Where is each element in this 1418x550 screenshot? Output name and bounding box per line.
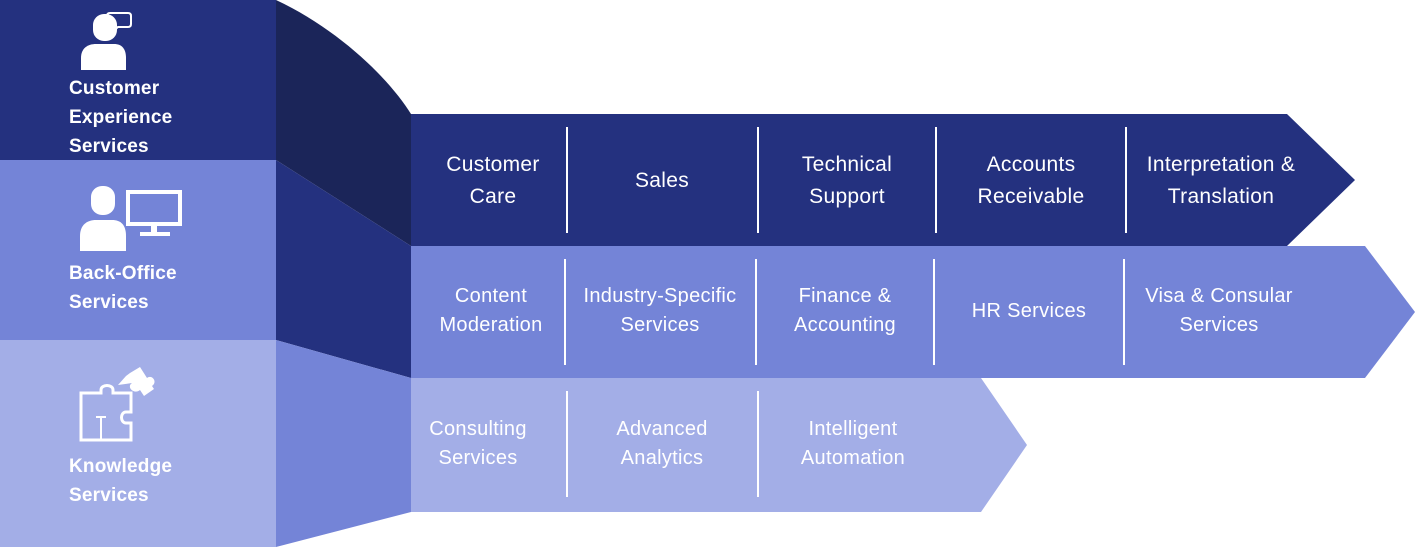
category-block-customer-experience — [0, 0, 276, 160]
person-computer-icon — [80, 186, 182, 251]
connector-customer-experience — [276, 0, 411, 246]
row-arrow-back-office — [411, 246, 1415, 378]
service-content-moderation: Content Moderation — [439, 285, 543, 336]
service-sales: Sales — [634, 169, 690, 192]
row-arrow-knowledge — [411, 378, 1027, 512]
category-label-customer-experience: Customer Experience Services — [69, 78, 173, 157]
service-visa-consular: Visa & Consular Services — [1145, 285, 1293, 336]
service-customer-care: Customer Care — [446, 153, 540, 208]
service-technical-support: Technical Support — [801, 153, 893, 208]
connector-back-office — [276, 160, 411, 378]
category-label-back-office: Back-Office Services — [69, 263, 177, 313]
puzzle-pieces-icon — [79, 367, 155, 442]
connector-knowledge — [276, 340, 411, 547]
row-arrow-customer-experience — [411, 114, 1355, 246]
person-speech-bubble-icon — [81, 12, 132, 70]
service-interpretation-translation: Interpretation & Translation — [1146, 153, 1296, 208]
service-finance-accounting: Finance & Accounting — [794, 285, 896, 336]
service-consulting: Consulting Services — [429, 418, 527, 469]
service-advanced-analytics: Advanced Analytics — [616, 418, 708, 469]
service-accounts-receivable: Accounts Receivable — [977, 153, 1085, 208]
service-intelligent-automation: Intelligent Automation — [800, 418, 906, 469]
service-industry-specific: Industry-Specific Services — [583, 285, 737, 336]
category-label-knowledge: Knowledge Services — [69, 456, 173, 506]
service-hr-services: HR Services — [971, 300, 1087, 322]
